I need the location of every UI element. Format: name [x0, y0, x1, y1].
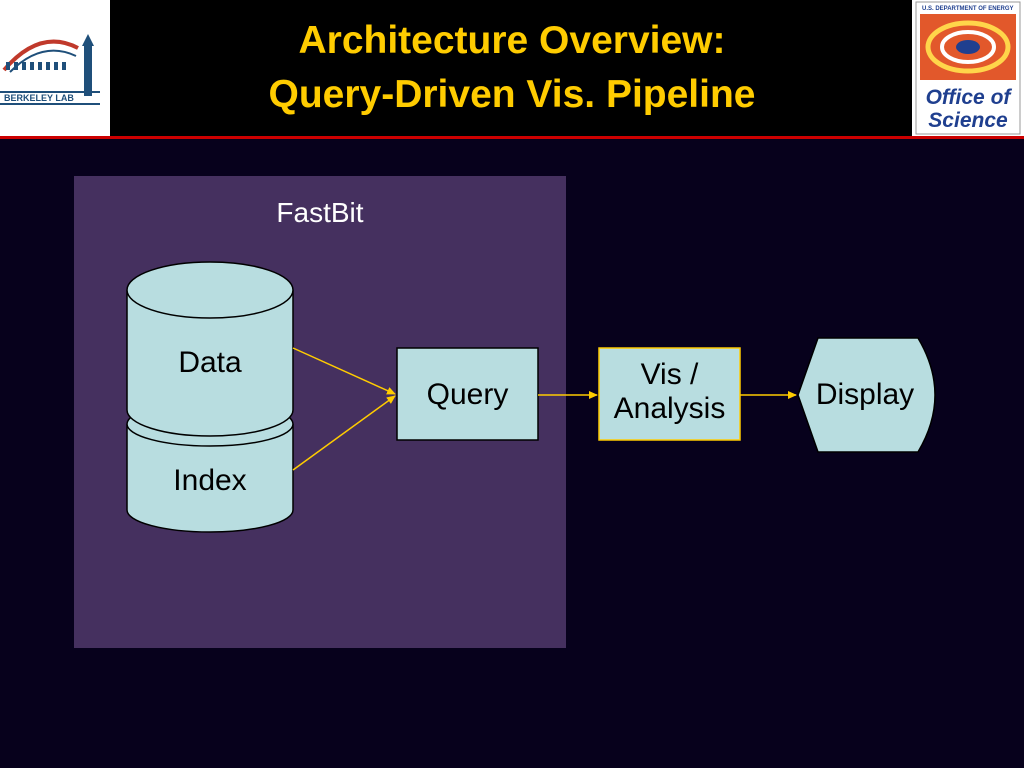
slide-header: BERKELEY LAB Architecture Overview: Quer…	[0, 0, 1024, 136]
vis-label-line2: Analysis	[613, 392, 726, 425]
slide-title: Architecture Overview: Query-Driven Vis.…	[112, 14, 912, 122]
data-cylinder	[126, 261, 294, 437]
office-of-science-line2: Science	[928, 109, 1008, 132]
vis-analysis-label: Vis / Analysis	[599, 358, 740, 426]
display-label: Display	[815, 378, 915, 411]
header-divider	[0, 136, 1024, 139]
vis-analysis-node	[598, 347, 741, 441]
data-label: Data	[178, 346, 242, 379]
index-label: Index	[173, 464, 247, 497]
arrow-data-to-query	[292, 347, 396, 395]
arrow-index-to-query	[292, 395, 396, 471]
display-node	[797, 337, 936, 453]
doe-logo-small-text: U.S. DEPARTMENT OF ENERGY	[922, 6, 1014, 12]
fastbit-label: FastBit	[276, 197, 364, 228]
vis-label-line1: Vis /	[640, 358, 699, 391]
slide-title-line2: Query-Driven Vis. Pipeline	[268, 73, 756, 116]
office-of-science-logo: U.S. DEPARTMENT OF ENERGY Office of Scie…	[912, 0, 1024, 136]
query-node	[396, 347, 539, 441]
berkeley-lab-logo-text: BERKELEY LAB	[4, 93, 74, 103]
berkeley-lab-logo: BERKELEY LAB	[0, 0, 110, 136]
office-of-science-line1: Office of	[926, 86, 1013, 109]
slide-title-line1: Architecture Overview:	[298, 19, 726, 62]
query-label: Query	[426, 378, 509, 411]
